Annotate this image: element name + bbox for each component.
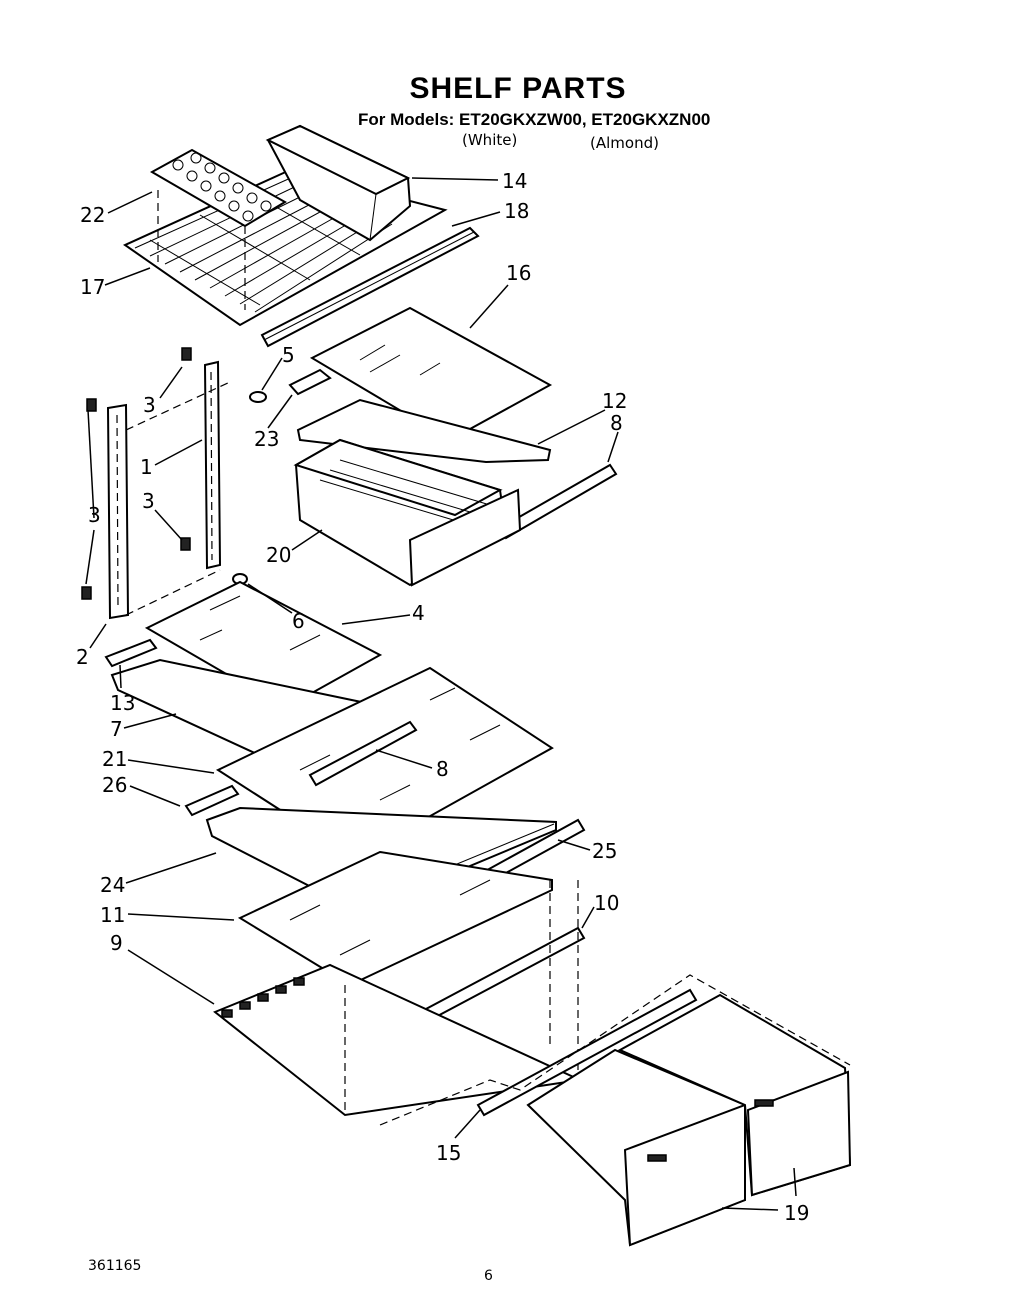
callout-24: 24 bbox=[100, 873, 125, 897]
callout-8-upper: 8 bbox=[610, 411, 623, 435]
callout-25: 25 bbox=[592, 839, 617, 863]
rail-18 bbox=[260, 226, 480, 348]
callout-3-b: 3 bbox=[142, 489, 155, 513]
ice-tray-22 bbox=[149, 148, 287, 310]
callout-19: 19 bbox=[784, 1201, 809, 1225]
model-color-white: (White) bbox=[462, 131, 518, 149]
rail-8-lower bbox=[308, 720, 418, 787]
ladder-2 bbox=[106, 403, 130, 620]
callout-5: 5 bbox=[282, 343, 295, 367]
model-color-almond: (Almond) bbox=[590, 134, 659, 152]
callout-26: 26 bbox=[102, 773, 127, 797]
callout-17: 17 bbox=[80, 275, 105, 299]
rail-23 bbox=[288, 368, 332, 396]
clip-3-d bbox=[81, 586, 92, 600]
callout-9: 9 bbox=[110, 931, 123, 955]
callout-12: 12 bbox=[602, 389, 627, 413]
callout-3-c: 3 bbox=[88, 503, 101, 527]
door-bin-14 bbox=[265, 124, 412, 242]
crisper-drawer-20 bbox=[293, 438, 522, 587]
callout-3-a: 3 bbox=[143, 393, 156, 417]
document-number: 361165 bbox=[88, 1258, 142, 1274]
ladder-1 bbox=[203, 360, 222, 570]
callout-13: 13 bbox=[110, 691, 135, 715]
callout-15: 15 bbox=[436, 1141, 461, 1165]
page-title: SHELF PARTS bbox=[409, 72, 627, 105]
page-number: 6 bbox=[484, 1268, 493, 1284]
clip-3-a bbox=[181, 347, 192, 361]
callout-22: 22 bbox=[80, 203, 105, 227]
rail-15 bbox=[476, 988, 698, 1117]
callout-11: 11 bbox=[100, 903, 125, 927]
rail-13 bbox=[104, 638, 158, 668]
clip-3-b bbox=[86, 398, 97, 412]
callout-10: 10 bbox=[594, 891, 619, 915]
callout-18: 18 bbox=[504, 199, 529, 223]
callout-7: 7 bbox=[110, 717, 123, 741]
clip-5 bbox=[249, 391, 267, 403]
callout-8-lower: 8 bbox=[436, 757, 449, 781]
callout-1: 1 bbox=[140, 455, 153, 479]
leader-lines bbox=[85, 177, 797, 1211]
rail-26 bbox=[184, 784, 240, 817]
models-line: For Models: ET20GKXZW00, ET20GKXZN00 bbox=[358, 110, 711, 129]
callout-14: 14 bbox=[502, 169, 527, 193]
callout-16: 16 bbox=[506, 261, 531, 285]
callout-20: 20 bbox=[266, 543, 291, 567]
enclosure-outline bbox=[379, 974, 851, 1126]
clip-3-c bbox=[180, 537, 191, 551]
callout-23: 23 bbox=[254, 427, 279, 451]
callout-21: 21 bbox=[102, 747, 127, 771]
callout-6: 6 bbox=[292, 609, 305, 633]
callout-2: 2 bbox=[76, 645, 89, 669]
callout-4: 4 bbox=[412, 601, 425, 625]
crisper-drawers-19 bbox=[526, 993, 852, 1247]
callout-labels: 14 18 22 17 16 5 3 23 12 8 1 3 3 20 2 6 … bbox=[76, 169, 809, 1225]
